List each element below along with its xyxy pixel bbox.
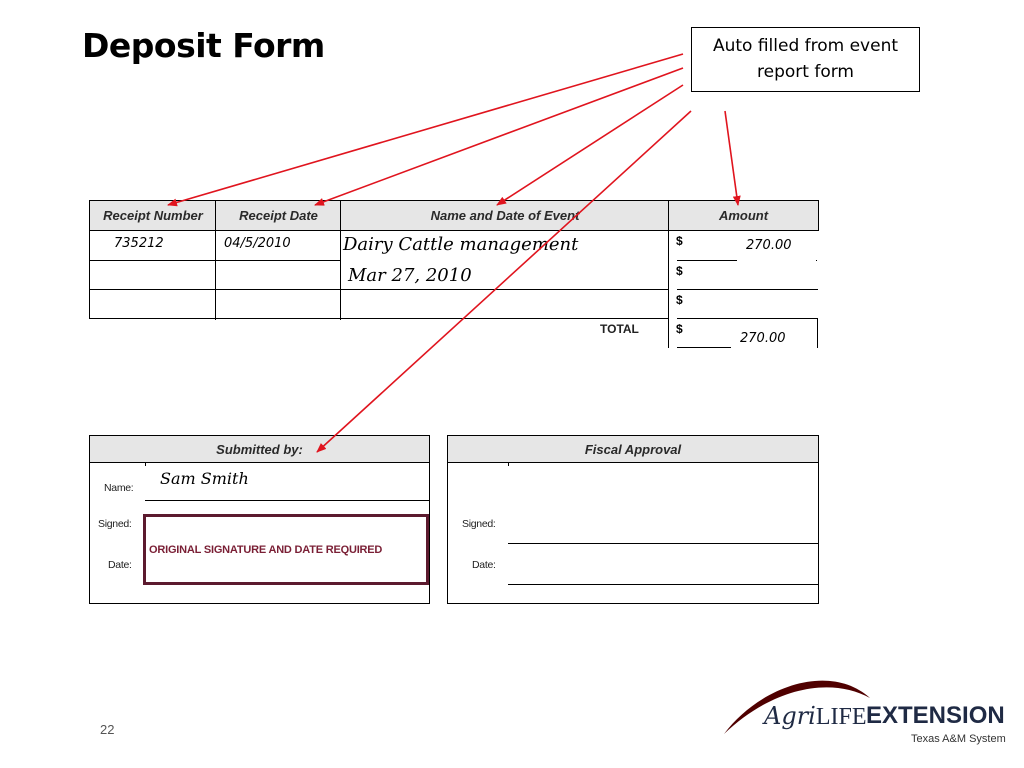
page-title: Deposit Form (82, 26, 325, 65)
page-number: 22 (100, 722, 115, 737)
amount-underline (677, 260, 737, 261)
header-amount: Amount (669, 201, 818, 230)
dollar-sign: $ (676, 264, 683, 278)
fiscal-date-label: Date: (472, 559, 496, 571)
arrow-to-receipt-number (167, 53, 684, 207)
dollar-sign: $ (676, 293, 683, 307)
logo-life: LIFE (815, 704, 867, 730)
amount-underline (677, 289, 818, 290)
logo-agri: Agri (764, 702, 816, 730)
signed-label: Signed: (98, 518, 132, 530)
table-border-right (818, 200, 819, 231)
logo-swoosh-icon (724, 680, 870, 734)
total-amount: 270.00 (740, 331, 786, 346)
table-border-left (89, 200, 90, 319)
event-name-cell: Dairy Cattle management (343, 234, 579, 255)
header-divider (89, 230, 819, 231)
dollar-sign: $ (676, 234, 683, 248)
signature-required-box (143, 514, 429, 585)
header-receipt-date: Receipt Date (216, 201, 341, 230)
arrow-to-submitted-by (316, 110, 692, 453)
arrow-to-amount (724, 110, 741, 206)
table-border-top (89, 200, 819, 201)
name-label: Name: (104, 482, 134, 494)
total-label: TOTAL (600, 322, 639, 336)
cell-tick (508, 462, 509, 466)
receipt-number-cell: 735212 (114, 236, 164, 251)
fiscal-date-line (508, 584, 818, 585)
fiscal-box (447, 435, 819, 604)
event-date-cell: Mar 27, 2010 (348, 265, 472, 286)
fiscal-signed-line (508, 543, 818, 544)
logo-wordmark: AgriLIFE (764, 702, 867, 731)
cell-tick (816, 260, 817, 261)
amount-underline (677, 318, 818, 319)
table-border-right (817, 318, 818, 348)
fiscal-header: Fiscal Approval (448, 436, 818, 463)
submitted-box (89, 435, 430, 604)
name-underline (145, 500, 429, 501)
arrow-to-receipt-date (314, 67, 684, 206)
column-divider (215, 200, 216, 320)
row-divider (341, 289, 669, 290)
arrow-to-event (496, 84, 684, 206)
column-divider (668, 200, 669, 348)
logo-extension: EXTENSION (866, 702, 1005, 729)
autofill-callout: Auto filled from event report form (691, 27, 920, 92)
amount-cell: 270.00 (746, 238, 792, 253)
fiscal-signed-label: Signed: (462, 518, 496, 530)
signature-required-notice: ORIGINAL SIGNATURE AND DATE REQUIRED (149, 544, 383, 556)
header-event: Name and Date of Event (341, 201, 669, 230)
date-label: Date: (108, 559, 132, 571)
receipt-date-cell: 04/5/2010 (224, 236, 291, 251)
logo-system: Texas A&M System (911, 733, 1006, 745)
header-receipt-number: Receipt Number (90, 201, 216, 230)
amount-underline (677, 347, 731, 348)
submitter-name: Sam Smith (160, 469, 249, 488)
cell-tick (145, 462, 146, 466)
column-divider (340, 200, 341, 320)
row-divider (89, 318, 669, 319)
submitted-header: Submitted by: (90, 436, 429, 463)
dollar-sign: $ (676, 322, 683, 336)
